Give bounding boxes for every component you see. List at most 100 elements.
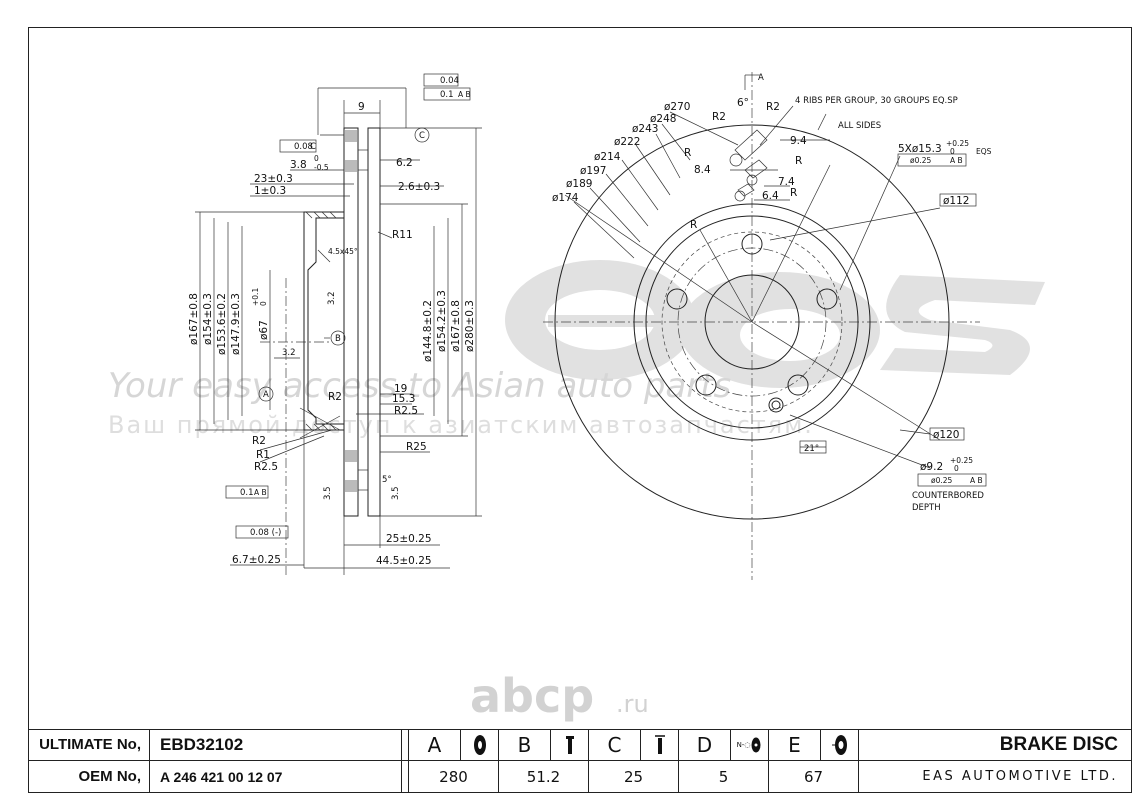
svg-text:.ru: .ru — [616, 690, 649, 718]
dim-d147-9: ø147.9±0.3 — [230, 293, 242, 355]
pos-tol: ø0.25 — [910, 156, 932, 165]
datum-a: A — [263, 390, 269, 400]
company-name: EAS AUTOMOTIVE LTD. — [922, 769, 1118, 784]
dim-flat-bottom: 0.1 — [240, 488, 254, 498]
dim-15-3: 15.3 — [392, 393, 415, 405]
dim-d174: ø174 — [552, 192, 579, 204]
dim-6-2: 6.2 — [396, 157, 413, 169]
dim-r2-top: R2 — [766, 101, 780, 113]
disc-height-icon — [551, 729, 588, 760]
dim-d112: ø112 — [943, 195, 969, 207]
dim-runout: 0.04 — [440, 76, 459, 86]
dim-d280: ø280±0.3 — [464, 300, 476, 352]
dim-5-holes-tol0: 0 — [950, 147, 955, 156]
dim-parallel-ref: C — [310, 142, 316, 152]
dim-rough-a: 3.2 — [327, 291, 337, 305]
dim-r2-5-a: R2.5 — [394, 405, 418, 417]
eqs-label: EQS — [976, 147, 992, 156]
dim-d197: ø197 — [580, 165, 606, 177]
oem-value: A 246 421 00 12 07 — [160, 768, 283, 785]
dim-d67-tol: +0.1 — [251, 288, 260, 306]
col-e-letter: E — [788, 732, 801, 757]
col-a-value: 280 — [439, 767, 468, 786]
dim-3-8: 3.8 — [290, 159, 307, 171]
dim-d67: ø67 — [258, 320, 270, 340]
dim-chamfer: 4.5x45° — [328, 247, 358, 256]
disc-front-view — [543, 72, 987, 580]
dim-d67-tol0: 0 — [259, 301, 268, 306]
dim-3-8-lower: -0.5 — [314, 163, 329, 172]
col-d-value: 5 — [718, 767, 729, 786]
dim-44-5: 44.5±0.25 — [376, 555, 432, 567]
title-block: ULTIMATE No, EBD32102 A B C D N-◌ E BRAK… — [28, 729, 1132, 793]
dim-d9-2-tol0: 0 — [954, 464, 959, 473]
technical-drawing: Your easy access to Asian auto parts Ваш… — [108, 72, 1045, 723]
dim-19: 19 — [394, 383, 407, 395]
col-b-letter: B — [517, 732, 532, 757]
col-c-letter: C — [607, 732, 622, 757]
disc-thickness-icon — [641, 729, 678, 760]
product-title: BRAKE DISC — [999, 733, 1118, 755]
dim-r25: R25 — [406, 441, 427, 453]
dim-d144-8: ø144.8±0.2 — [422, 300, 434, 362]
ultimate-label: ULTIMATE No, — [39, 736, 141, 753]
drawing-sheet — [28, 27, 1132, 793]
svg-text:abcp: abcp — [470, 669, 594, 723]
dim-d243: ø243 — [632, 123, 658, 135]
depth-note: DEPTH — [912, 503, 941, 513]
dim-9-4: 9.4 — [790, 135, 807, 147]
disc-section-view — [195, 73, 482, 575]
dim-3-8-upper: 0 — [314, 154, 319, 163]
dim-d189: ø189 — [566, 178, 592, 190]
oem-label: OEM No, — [78, 768, 142, 785]
dim-width-9: 9 — [358, 101, 365, 113]
dim-d154-a: ø154±0.3 — [202, 293, 214, 345]
ultimate-value: EBD32102 — [160, 734, 244, 754]
abcp-watermark: abcp .ru — [470, 669, 649, 723]
dim-3-5-a: 3.5 — [323, 486, 333, 500]
dim-d9-2: ø9.2 — [920, 461, 943, 473]
pos-tol-2: ø0.25 — [931, 476, 953, 485]
section-a-label: A — [758, 73, 764, 83]
dim-d9-2-tol: +0.25 — [950, 456, 973, 465]
dim-r2-b: R2 — [252, 435, 266, 447]
bolt-holes-icon: N-◌ — [731, 729, 768, 760]
ribs-note: 4 RIBS PER GROUP, 30 GROUPS EQ.SP — [795, 96, 958, 106]
dim-parallel: 0.08 — [294, 142, 313, 152]
dim-rough-b: 3.2 — [282, 348, 296, 358]
dim-8-4: 8.4 — [694, 164, 711, 176]
dim-r2-5-b: R2.5 — [254, 461, 278, 473]
col-c-value: 25 — [623, 767, 644, 786]
dim-r2-left: R2 — [712, 111, 726, 123]
disc-diameter-icon — [461, 729, 498, 760]
dim-5-holes-tol: +0.25 — [946, 139, 969, 148]
dim-flat-bottom-ref: A B — [254, 488, 267, 497]
dim-angle-5: 5° — [382, 475, 392, 485]
dim-d154-2: ø154.2±0.3 — [436, 290, 448, 352]
dim-flat-bottom-2: 0.08 (-) — [250, 528, 281, 538]
datum-c: C — [419, 131, 425, 141]
dim-r-d: R — [690, 219, 697, 231]
dim-d167-b: ø167±0.8 — [450, 300, 462, 352]
dim-6-7: 6.7±0.25 — [232, 554, 281, 566]
pos-ref: A B — [950, 156, 963, 165]
dim-r-c: R — [790, 187, 797, 199]
dim-angle-6: 6° — [737, 97, 749, 109]
dim-6-4: 6.4 — [762, 190, 779, 202]
dim-r2-a: R2 — [328, 391, 342, 403]
dim-d214: ø214 — [594, 151, 621, 163]
col-e-value: 67 — [803, 767, 824, 786]
counterbored-note: COUNTERBORED — [912, 491, 984, 501]
watermark-tagline-en: Your easy access to Asian auto parts — [108, 366, 731, 406]
dim-d270: ø270 — [664, 101, 690, 113]
dim-r1: R1 — [256, 449, 270, 461]
pos-ref-2: A B — [970, 476, 983, 485]
dim-3-5-b: 3.5 — [391, 486, 401, 500]
dim-angle-21: 21° — [804, 444, 819, 454]
dim-7-4: 7.4 — [778, 176, 795, 188]
col-a-letter: A — [427, 732, 442, 757]
dim-d248: ø248 — [650, 113, 676, 125]
datum-b: B — [335, 334, 341, 344]
dim-25: 25±0.25 — [386, 533, 432, 545]
dim-5-holes: 5Xø15.3 — [898, 143, 942, 155]
